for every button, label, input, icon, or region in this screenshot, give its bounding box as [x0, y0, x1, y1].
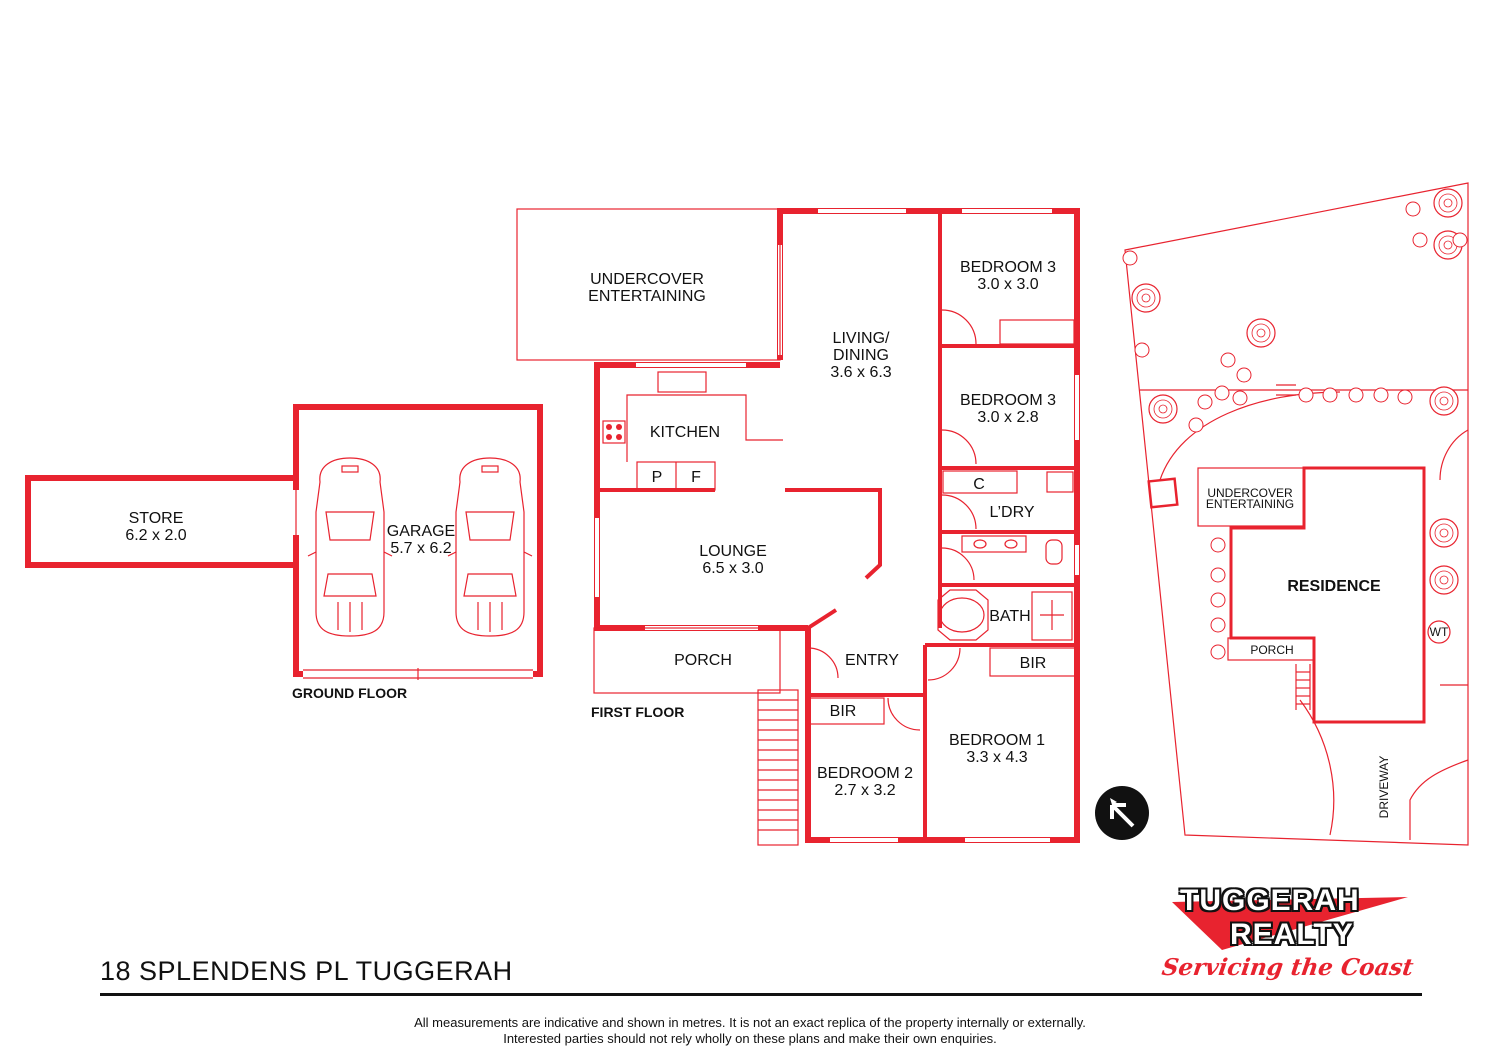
linen-label: C [973, 476, 985, 493]
site-undercover-line1: UNDERCOVER [1207, 486, 1293, 500]
undercover-line1: UNDERCOVER [590, 271, 704, 288]
living-line1: LIVING/ [833, 330, 890, 347]
first-floor-label: FIRST FLOOR [591, 704, 684, 720]
property-address: 18 SPLENDENS PL TUGGERAH [100, 956, 513, 986]
pantry-label: P [652, 469, 663, 486]
title-rule [100, 993, 1422, 996]
lounge-size: 6.5 x 3.0 [702, 560, 763, 577]
site-porch-label: PORCH [1250, 643, 1293, 657]
living-line2: DINING [833, 347, 889, 364]
living-size: 3.6 x 6.3 [830, 364, 891, 381]
porch-area [593, 627, 781, 694]
bedroom3b-name: BEDROOM 3 [960, 392, 1056, 409]
first-floor-plan: UNDERCOVER ENTERTAINING LIVING/ DINING 3… [516, 208, 1080, 846]
garage-size: 5.7 x 6.2 [390, 540, 451, 557]
undercover-line2: ENTERTAINING [588, 288, 706, 305]
entry-name: ENTRY [845, 652, 899, 669]
logo-line1: TUGGERAH [1180, 884, 1360, 917]
agency-logo: TUGGERAH REALTY Servicing the Coast [1150, 882, 1440, 987]
north-arrow-icon [1095, 786, 1149, 840]
bir1-label: BIR [1020, 655, 1047, 672]
bedroom3a-name: BEDROOM 3 [960, 259, 1056, 276]
bedroom3a-size: 3.0 x 3.0 [977, 276, 1038, 293]
driveway-label: DRIVEWAY [1377, 756, 1391, 819]
bedroom1-size: 3.3 x 4.3 [966, 749, 1027, 766]
disclaimer: All measurements are indicative and show… [300, 1015, 1200, 1047]
disclaimer-line1: All measurements are indicative and show… [414, 1015, 1086, 1030]
site-structure [1147, 477, 1179, 509]
garage-name: GARAGE [387, 523, 455, 540]
car-right-icon [447, 457, 533, 637]
bedroom3b-size: 3.0 x 2.8 [977, 409, 1038, 426]
wt-label: WT [1430, 625, 1449, 639]
kitchen-name: KITCHEN [650, 424, 720, 441]
ground-floor-plan: STORE 6.2 x 2.0 GARAGE 5.7 x 6.2 GROUND … [25, 404, 543, 701]
stairs-icon [757, 689, 799, 846]
logo-swoosh-icon [1172, 897, 1408, 950]
ground-floor-label: GROUND FLOOR [292, 685, 407, 701]
bir2-label: BIR [830, 703, 857, 720]
porch-name: PORCH [674, 652, 732, 669]
logo-tagline: Servicing the Coast [1160, 954, 1416, 981]
store-name: STORE [129, 510, 184, 527]
site-undercover-line2: ENTERTAINING [1206, 497, 1294, 511]
site-plan: UNDERCOVER ENTERTAINING RESIDENCE PORCH … [1122, 182, 1469, 846]
bedroom2-name: BEDROOM 2 [817, 765, 913, 782]
laundry-name: L’DRY [989, 504, 1034, 521]
car-left-icon [307, 457, 393, 637]
store-size: 6.2 x 2.0 [125, 527, 186, 544]
residence-label: RESIDENCE [1287, 578, 1381, 595]
lounge-name: LOUNGE [699, 543, 767, 560]
logo-line2: REALTY [1230, 918, 1354, 951]
bedroom2-size: 2.7 x 3.2 [834, 782, 895, 799]
bath-name: BATH [989, 608, 1030, 625]
fridge-label: F [691, 469, 701, 486]
disclaimer-line2: Interested parties should not rely wholl… [503, 1031, 997, 1046]
bedroom1-name: BEDROOM 1 [949, 732, 1045, 749]
